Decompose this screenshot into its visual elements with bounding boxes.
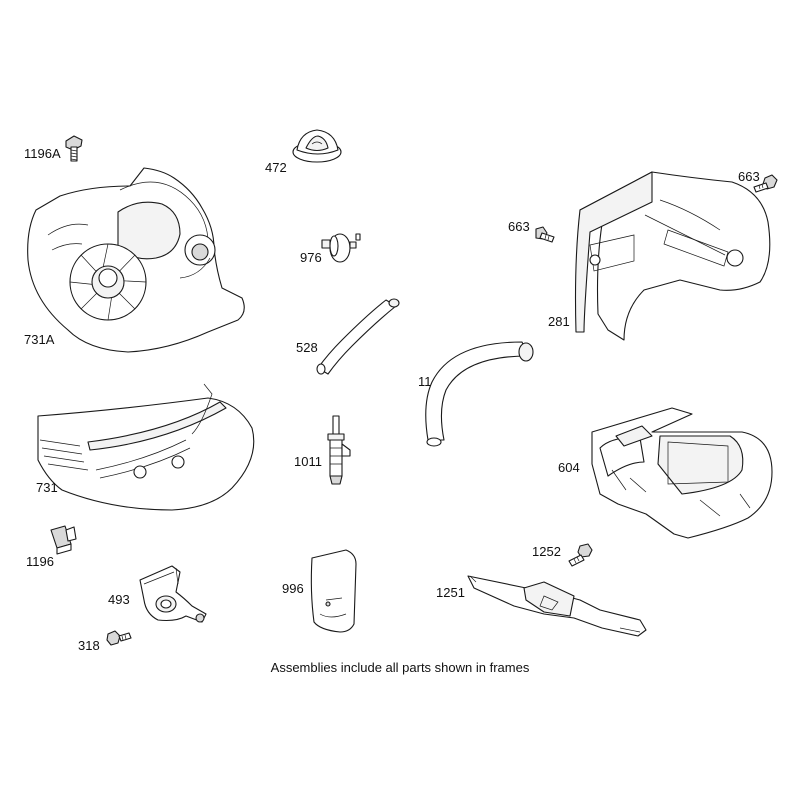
label-1252: 1252 bbox=[532, 544, 561, 559]
part-663-screw-right[interactable] bbox=[753, 174, 778, 193]
label-663-left: 663 bbox=[508, 219, 530, 234]
part-1196-stopper[interactable] bbox=[50, 525, 77, 555]
label-663-right: 663 bbox=[738, 169, 760, 184]
label-1011: 1011 bbox=[294, 454, 322, 469]
part-528-hose[interactable] bbox=[316, 298, 400, 375]
label-528: 528 bbox=[296, 340, 318, 355]
label-731: 731 bbox=[36, 480, 58, 495]
part-281-side-panel[interactable] bbox=[574, 171, 771, 341]
label-11: 11 bbox=[418, 374, 432, 389]
label-281: 281 bbox=[548, 314, 570, 329]
part-996-plate[interactable] bbox=[310, 549, 357, 633]
label-1251: 1251 bbox=[436, 585, 465, 600]
part-11-curved-hose[interactable] bbox=[425, 341, 534, 447]
label-976: 976 bbox=[300, 250, 322, 265]
label-318: 318 bbox=[78, 638, 100, 653]
assemblies-caption: Assemblies include all parts shown in fr… bbox=[270, 660, 530, 675]
label-731a: 731A bbox=[24, 332, 55, 347]
part-731a-blower-housing[interactable] bbox=[27, 167, 245, 353]
part-1251-blade[interactable] bbox=[467, 575, 647, 637]
part-1011-fitting[interactable] bbox=[327, 415, 351, 485]
part-1252-bolt[interactable] bbox=[568, 543, 593, 567]
part-976-grommet[interactable] bbox=[321, 233, 361, 263]
part-731-front-cover[interactable] bbox=[37, 383, 255, 511]
label-472: 472 bbox=[265, 160, 287, 175]
label-996: 996 bbox=[282, 581, 304, 596]
label-1196: 1196 bbox=[26, 554, 54, 569]
part-663-screw-left[interactable] bbox=[535, 226, 555, 243]
label-493: 493 bbox=[108, 592, 130, 607]
part-318-screw[interactable] bbox=[106, 630, 132, 646]
part-472-knob[interactable] bbox=[292, 129, 342, 163]
part-604-shroud[interactable] bbox=[591, 407, 773, 539]
part-1196a-screw[interactable] bbox=[65, 135, 83, 162]
part-493-bracket[interactable] bbox=[139, 565, 207, 623]
label-604: 604 bbox=[558, 460, 580, 475]
label-1196a: 1196A bbox=[24, 146, 61, 161]
